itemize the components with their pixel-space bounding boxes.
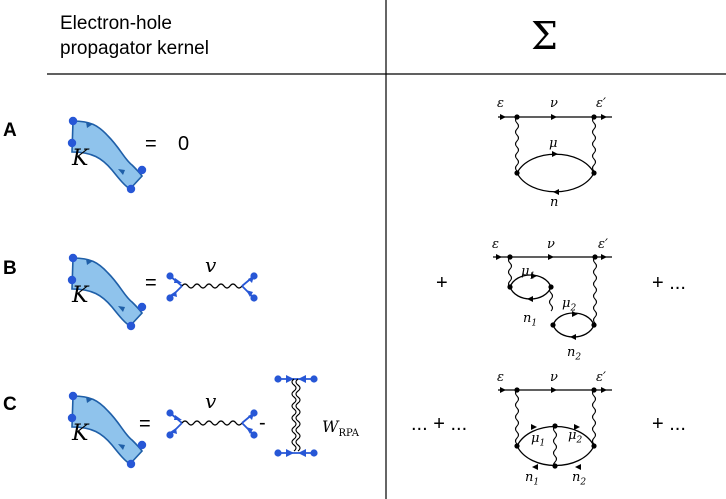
label-epsprime-a: ε′	[596, 96, 606, 111]
label-n2-b: n2	[567, 345, 582, 363]
label-epsprime-b: ε′	[598, 237, 608, 252]
label-mu2-b: μ2	[562, 296, 577, 314]
label-mu2-c: μ2	[568, 428, 583, 446]
label-eps-a: ε	[497, 96, 504, 111]
kernel-symbol-c: K	[72, 421, 89, 446]
left-header-line1: Electron-hole	[60, 13, 172, 34]
screened-w-label: WRPA	[322, 417, 360, 440]
minus-sign-c: -	[259, 412, 266, 434]
label-eps-c: ε	[497, 370, 504, 385]
row-label-b: B	[3, 258, 17, 279]
plus-suffix-b: + ...	[652, 272, 686, 294]
equals-sign-c: =	[139, 413, 151, 435]
label-n1-b: n1	[523, 311, 538, 329]
rhs-zero: 0	[178, 133, 190, 155]
label-mu1-c: μ1	[531, 431, 546, 449]
self-energy-diagram-b	[493, 254, 612, 340]
plus-prefix-b: +	[436, 272, 448, 294]
label-eps-b: ε	[492, 237, 499, 252]
plus-suffix-c: + ...	[652, 413, 686, 435]
left-header-line2: propagator kernel	[60, 38, 209, 59]
label-epsprime-c: ε′	[596, 370, 606, 385]
bare-interaction-diagram-c	[165, 408, 259, 440]
label-n1-c: n1	[525, 470, 540, 488]
row-label-a: A	[3, 120, 17, 141]
label-mu-a: μ	[549, 136, 558, 151]
kernel-symbol-a: K	[72, 146, 89, 171]
label-n-a: n	[550, 195, 559, 210]
equals-sign-b: =	[145, 272, 157, 294]
label-nu-a: ν	[550, 96, 558, 111]
equals-sign-a: =	[145, 133, 157, 155]
screened-interaction-diagram	[274, 375, 318, 457]
label-n2-c: n2	[572, 470, 587, 488]
interaction-v-b: v	[205, 253, 217, 277]
label-mu1-b: μ1	[521, 264, 536, 282]
row-label-c: C	[3, 394, 17, 415]
self-energy-diagram-c	[498, 387, 612, 470]
sigma-header: Σ	[531, 14, 558, 58]
self-energy-diagram-a	[498, 114, 612, 195]
interaction-v-c: v	[205, 389, 217, 413]
kernel-symbol-b: K	[72, 283, 89, 308]
label-nu-c: ν	[550, 370, 558, 385]
prefix-c: ... + ...	[411, 413, 468, 435]
label-nu-b: ν	[547, 237, 555, 252]
